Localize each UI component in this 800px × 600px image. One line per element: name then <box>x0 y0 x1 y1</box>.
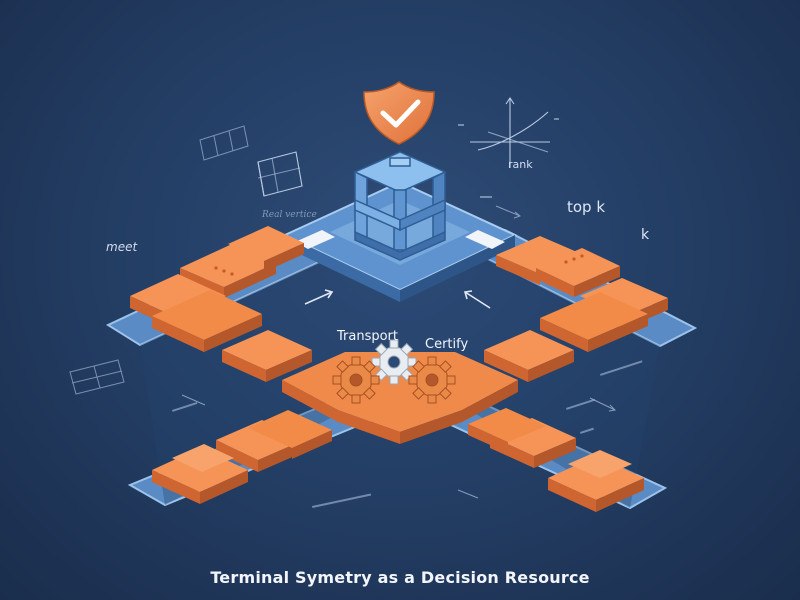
transport-label: Transport <box>337 329 399 344</box>
scribbles <box>171 118 643 508</box>
coordinate-axes-icon <box>470 97 550 168</box>
gear-icon <box>332 339 456 404</box>
flow-arrows <box>304 289 491 309</box>
k-label: k <box>641 227 650 243</box>
shield-check-icon <box>363 81 435 145</box>
wireframe-box-icon <box>257 151 303 197</box>
grid-sketch-lower <box>69 359 125 395</box>
meet-label: meet <box>106 240 138 254</box>
connector-right <box>465 230 505 249</box>
real-vertex-label: Real vertice <box>262 210 317 220</box>
top-k-label: top k <box>567 198 606 216</box>
small-arrows <box>181 205 617 499</box>
grid-sketch-left <box>199 125 249 161</box>
diagram-caption: Terminal Symetry as a Decision Resource <box>210 568 590 587</box>
cube-frame-icon <box>353 151 447 261</box>
orange-blocks <box>130 226 668 512</box>
connector-left <box>295 230 335 249</box>
block-dots <box>214 254 584 276</box>
certify-label: Certify <box>425 337 469 352</box>
rank-label: rank <box>508 158 533 171</box>
